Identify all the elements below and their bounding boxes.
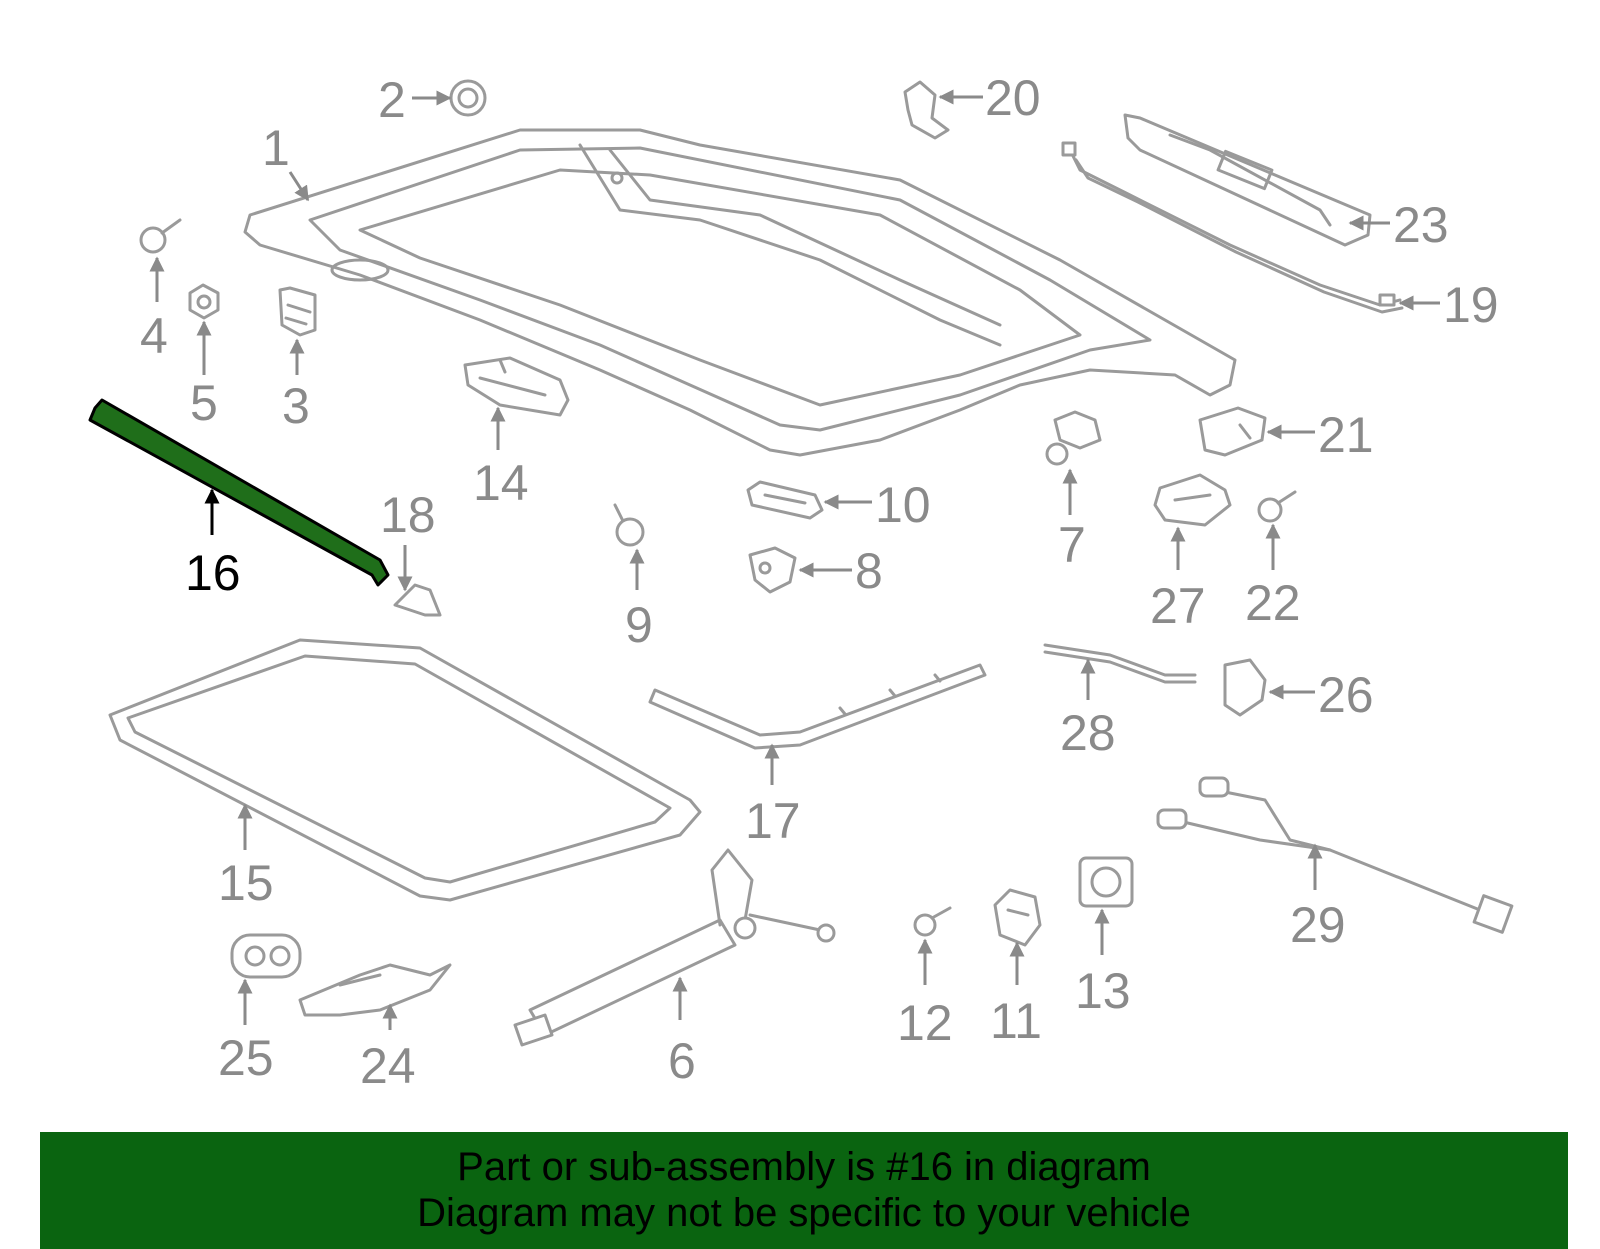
part-13-grommet bbox=[1078, 856, 1134, 908]
callout-12: 12 bbox=[897, 995, 953, 1051]
part-20-clip bbox=[903, 80, 950, 140]
part-6-gas-strut bbox=[513, 848, 836, 1047]
callout-labels: 1 2 3 4 5 6 7 8 9 10 11 12 13 14 15 16 1… bbox=[140, 70, 1499, 1094]
part-19-harness bbox=[1061, 141, 1404, 314]
callout-2: 2 bbox=[378, 72, 406, 128]
callout-4: 4 bbox=[140, 308, 168, 364]
callout-11: 11 bbox=[990, 993, 1042, 1049]
callout-10: 10 bbox=[875, 477, 931, 533]
callout-25: 25 bbox=[218, 1030, 274, 1086]
callout-28: 28 bbox=[1060, 705, 1116, 761]
callout-15: 15 bbox=[218, 855, 274, 911]
part-22-screw bbox=[1257, 490, 1297, 523]
part-8-clip bbox=[748, 546, 797, 594]
part-14-latch bbox=[463, 356, 570, 417]
callout-14: 14 bbox=[473, 455, 529, 511]
callout-13: 13 bbox=[1075, 963, 1131, 1019]
part-27-bracket bbox=[1153, 473, 1232, 527]
callout-7: 7 bbox=[1058, 517, 1086, 573]
info-banner: Part or sub-assembly is #16 in diagram D… bbox=[40, 1132, 1568, 1249]
callout-22: 22 bbox=[1245, 575, 1301, 631]
part-18-bracket bbox=[393, 583, 442, 617]
callout-23: 23 bbox=[1393, 197, 1449, 253]
part-5-nut bbox=[188, 283, 220, 320]
part-15-frame bbox=[108, 638, 702, 902]
part-29-harness bbox=[1156, 776, 1514, 934]
callout-21: 21 bbox=[1318, 407, 1374, 463]
callout-3: 3 bbox=[282, 378, 310, 434]
callout-17: 17 bbox=[745, 793, 801, 849]
callout-1: 1 bbox=[262, 120, 290, 176]
callout-24: 24 bbox=[360, 1038, 416, 1094]
part-24-bracket bbox=[298, 963, 452, 1017]
parts-diagram: 1 2 3 4 5 6 7 8 9 10 11 12 13 14 15 16 1… bbox=[88, 70, 1514, 1094]
callout-18: 18 bbox=[380, 487, 436, 543]
callout-9: 9 bbox=[625, 597, 653, 653]
part-16-trim-strip bbox=[88, 398, 390, 587]
callout-6: 6 bbox=[668, 1033, 696, 1089]
part-17-seal-strip bbox=[648, 663, 987, 750]
part-7-push-pin bbox=[1045, 410, 1102, 466]
part-9-bolt bbox=[613, 503, 645, 547]
part-26-connector bbox=[1223, 658, 1267, 717]
part-11-clip bbox=[993, 888, 1042, 947]
callout-19: 19 bbox=[1443, 277, 1499, 333]
part-25-grommet bbox=[230, 933, 302, 979]
leader-lines bbox=[149, 89, 1440, 1030]
part-2-plug bbox=[449, 79, 487, 117]
part-23-lamp-housing bbox=[1123, 113, 1372, 247]
callout-26: 26 bbox=[1318, 667, 1374, 723]
part-10-bracket bbox=[746, 480, 824, 520]
banner-line-1: Part or sub-assembly is #16 in diagram bbox=[457, 1145, 1151, 1189]
callout-29: 29 bbox=[1290, 897, 1346, 953]
part-12-screw bbox=[913, 906, 952, 937]
callout-20: 20 bbox=[985, 70, 1041, 126]
banner-line-2: Diagram may not be specific to your vehi… bbox=[417, 1191, 1191, 1235]
part-21-connector bbox=[1198, 406, 1267, 457]
callout-27: 27 bbox=[1150, 578, 1206, 634]
callout-16: 16 bbox=[185, 545, 241, 601]
part-3-clip bbox=[278, 286, 317, 337]
part-4-screw bbox=[139, 218, 182, 254]
part-28-hose bbox=[1043, 643, 1197, 684]
part-1-roof-frame bbox=[243, 128, 1237, 457]
callout-8: 8 bbox=[855, 543, 883, 599]
callout-5: 5 bbox=[190, 375, 218, 431]
